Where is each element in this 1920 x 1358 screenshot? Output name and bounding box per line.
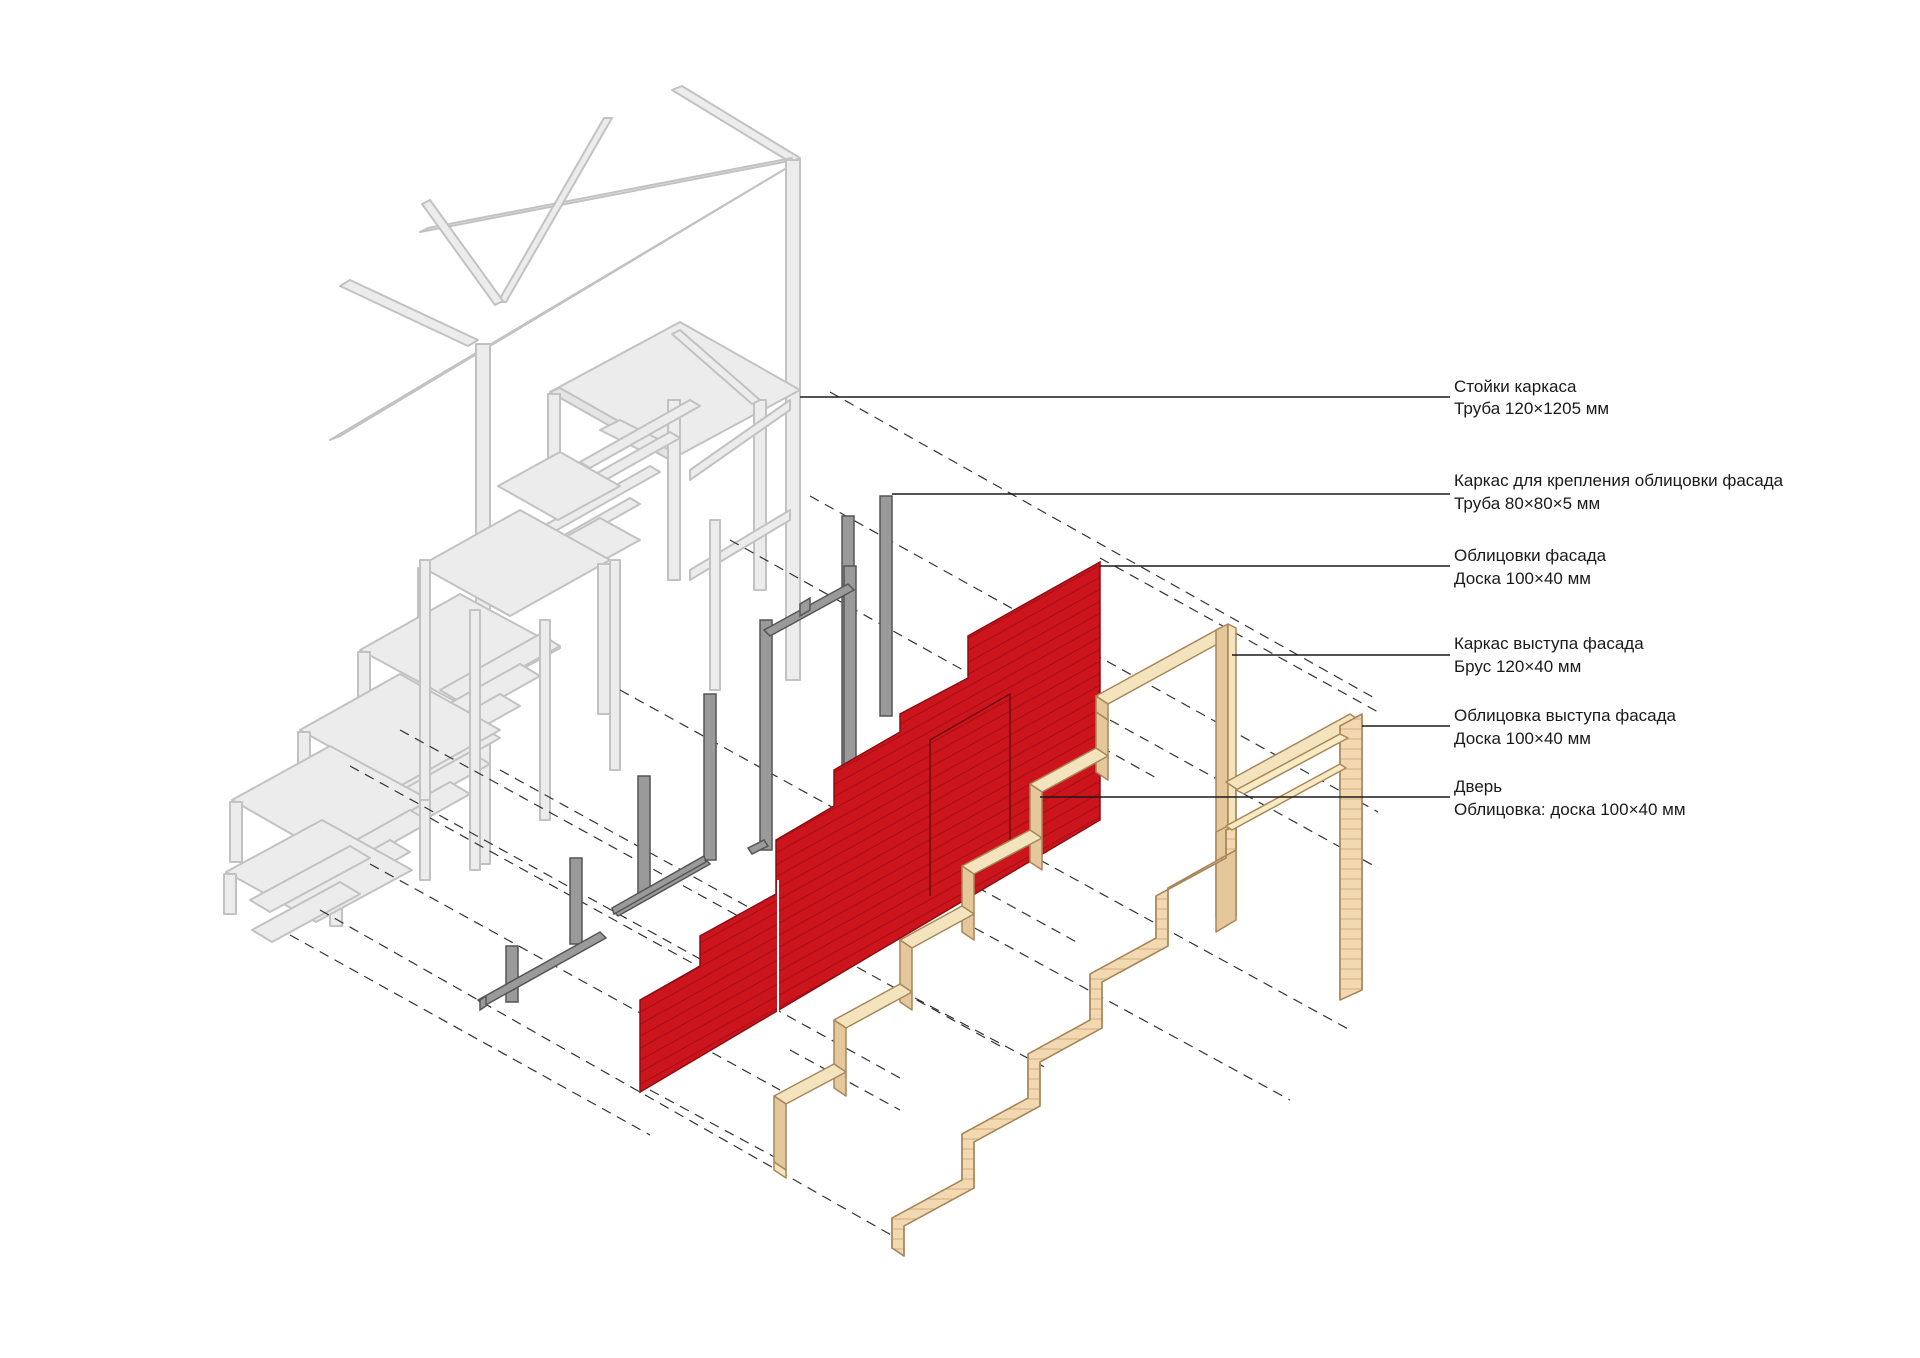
callout-ledge-frame-title: Каркас выступа фасада — [1454, 634, 1644, 653]
callout-ledge-cladding-spec: Доска 100×40 мм — [1454, 729, 1591, 748]
callout-facade-cladding-title: Облицовки фасада — [1454, 546, 1607, 565]
callout-labels: Стойки каркаса Труба 120×1205 мм Каркас … — [1454, 377, 1784, 819]
callout-facade-cladding-spec: Доска 100×40 мм — [1454, 569, 1591, 588]
callout-door-spec: Облицовка: доска 100×40 мм — [1454, 800, 1686, 819]
leader-lines — [800, 396, 1450, 798]
ledge-frame — [773, 623, 1363, 1179]
support-posts — [419, 519, 721, 881]
cladding-pipe-frame — [476, 495, 898, 1012]
stair-flight — [223, 399, 701, 943]
callout-cladding-frame-title: Каркас для крепления облицовки фасада — [1454, 471, 1784, 490]
callout-frame-posts-title: Стойки каркаса — [1454, 377, 1577, 396]
callout-frame-posts-spec: Труба 120×1205 мм — [1454, 399, 1609, 418]
facade-cladding-panel — [639, 560, 1101, 1094]
roof-beams — [329, 85, 801, 865]
ledge-cladding — [891, 713, 1363, 1257]
staircase-structure — [223, 85, 801, 943]
callout-ledge-cladding-title: Облицовка выступа фасада — [1454, 706, 1677, 725]
door — [929, 692, 1011, 896]
callout-ledge-frame-spec: Брус 120×40 мм — [1454, 657, 1581, 676]
callout-cladding-frame-spec: Труба 80×80×5 мм — [1454, 494, 1600, 513]
callout-door-title: Дверь — [1454, 777, 1502, 796]
